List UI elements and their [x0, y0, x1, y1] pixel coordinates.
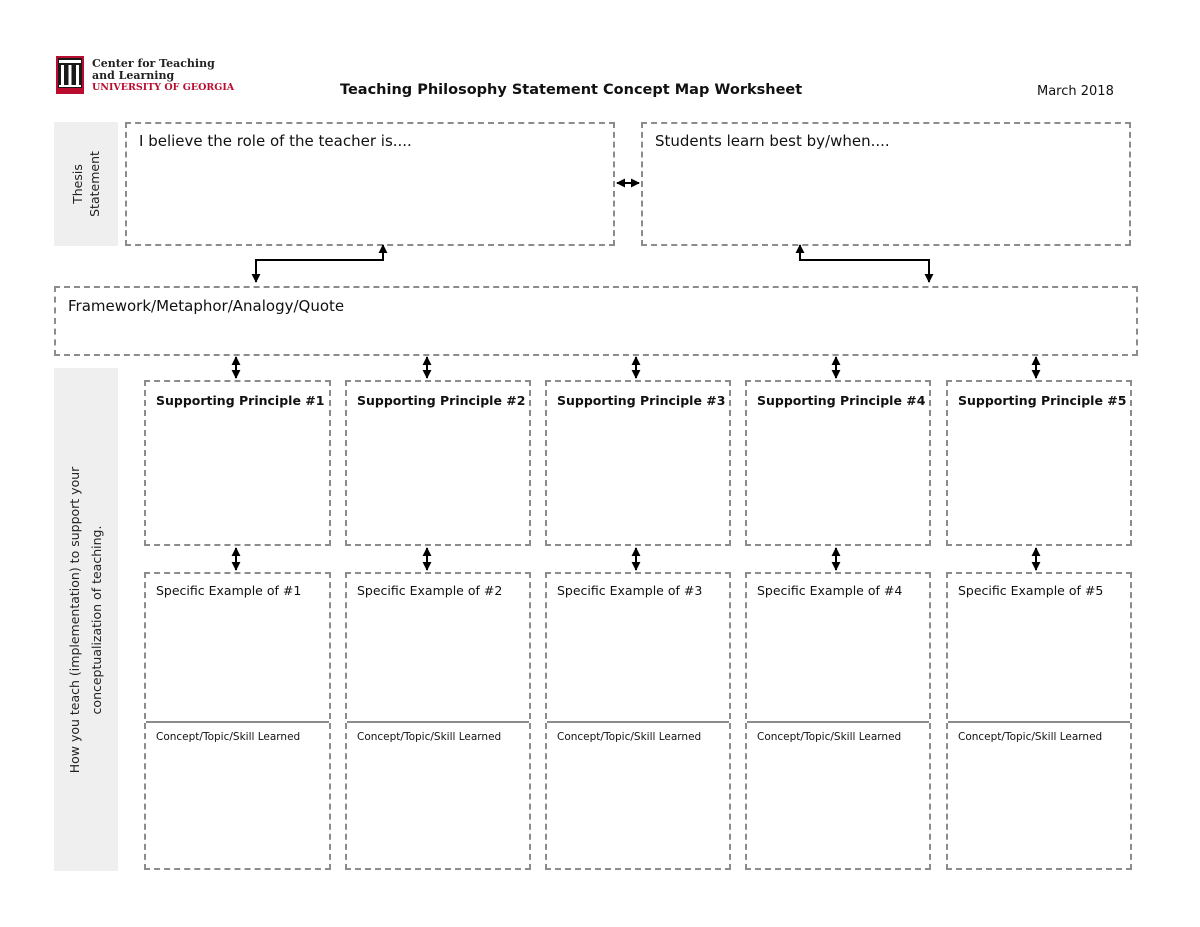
students-learn-box[interactable]: Students learn best by/when....	[641, 122, 1131, 246]
concept-learned-label-1: Concept/Topic/Skill Learned	[156, 731, 301, 743]
supporting-principle-label-1: Supporting Principle #1	[156, 393, 325, 408]
example-divider-5	[948, 721, 1130, 723]
specific-example-box-4[interactable]: Specific Example of #4 Concept/Topic/Ski…	[745, 572, 931, 870]
specific-example-box-1[interactable]: Specific Example of #1 Concept/Topic/Ski…	[144, 572, 331, 870]
org-name: Center for Teaching and Learning UNIVERS…	[92, 58, 234, 94]
specific-example-label-1: Specific Example of #1	[156, 583, 302, 598]
specific-example-label-2: Specific Example of #2	[357, 583, 503, 598]
supporting-principle-label-2: Supporting Principle #2	[357, 393, 526, 408]
concept-learned-label-4: Concept/Topic/Skill Learned	[757, 731, 902, 743]
supporting-principle-box-5[interactable]: Supporting Principle #5	[946, 380, 1132, 546]
page-date: March 2018	[1037, 84, 1114, 99]
supporting-principle-label-3: Supporting Principle #3	[557, 393, 726, 408]
example-divider-4	[747, 721, 929, 723]
specific-example-label-4: Specific Example of #4	[757, 583, 903, 598]
specific-example-label-5: Specific Example of #5	[958, 583, 1104, 598]
specific-example-box-5[interactable]: Specific Example of #5 Concept/Topic/Ski…	[946, 572, 1132, 870]
page-title: Teaching Philosophy Statement Concept Ma…	[340, 82, 803, 98]
supporting-principle-label-4: Supporting Principle #4	[757, 393, 926, 408]
students-learn-label: Students learn best by/when....	[655, 132, 890, 150]
org-line-3: UNIVERSITY OF GEORGIA	[92, 82, 235, 93]
example-divider-2	[347, 721, 529, 723]
org-line-1: Center for Teaching	[92, 57, 215, 70]
concept-learned-label-5: Concept/Topic/Skill Learned	[958, 731, 1103, 743]
teacher-role-label: I believe the role of the teacher is....	[139, 132, 412, 150]
implementation-side-label: How you teach (implementation) to suppor…	[54, 368, 118, 871]
example-divider-1	[146, 721, 329, 723]
supporting-principle-box-2[interactable]: Supporting Principle #2	[345, 380, 531, 546]
specific-example-label-3: Specific Example of #3	[557, 583, 703, 598]
example-divider-3	[547, 721, 729, 723]
framework-box[interactable]: Framework/Metaphor/Analogy/Quote	[54, 286, 1138, 356]
concept-learned-label-2: Concept/Topic/Skill Learned	[357, 731, 502, 743]
concept-learned-label-3: Concept/Topic/Skill Learned	[557, 731, 702, 743]
supporting-principle-box-1[interactable]: Supporting Principle #1	[144, 380, 331, 546]
specific-example-box-3[interactable]: Specific Example of #3 Concept/Topic/Ski…	[545, 572, 731, 870]
framework-label: Framework/Metaphor/Analogy/Quote	[68, 297, 345, 315]
supporting-principle-label-5: Supporting Principle #5	[958, 393, 1127, 408]
teacher-to-framework-arrow	[251, 244, 388, 283]
arch-logo-icon	[56, 56, 84, 94]
supporting-principle-box-4[interactable]: Supporting Principle #4	[745, 380, 931, 546]
supporting-principle-box-3[interactable]: Supporting Principle #3	[545, 380, 731, 546]
specific-example-box-2[interactable]: Specific Example of #2 Concept/Topic/Ski…	[345, 572, 531, 870]
thesis-side-label: Thesis Statement	[54, 122, 118, 246]
uga-logo	[56, 56, 84, 94]
org-line-2: and Learning	[92, 69, 175, 82]
students-to-framework-arrow	[795, 244, 934, 283]
